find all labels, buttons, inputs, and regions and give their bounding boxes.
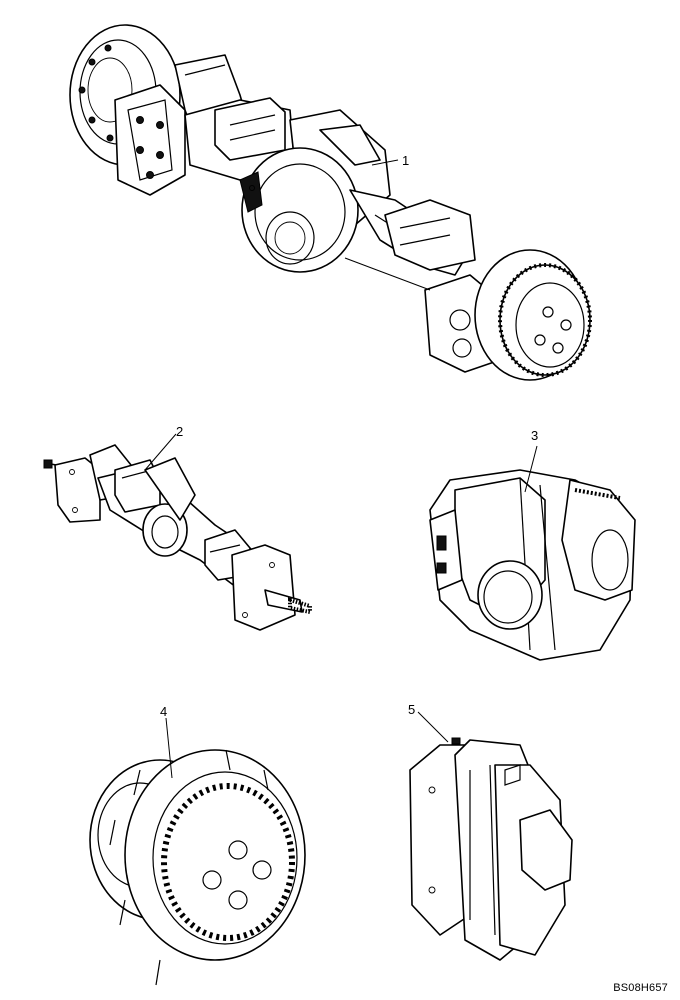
- callout-2: 2: [176, 424, 183, 439]
- callout-1-leader: [372, 160, 398, 165]
- callout-2-leader: [145, 434, 176, 470]
- hub-studs: [110, 750, 268, 985]
- axle-beam: 2: [44, 424, 310, 630]
- differential-carrier: 3: [430, 428, 635, 660]
- callout-4: 4: [160, 704, 167, 719]
- callout-3: 3: [531, 428, 538, 443]
- callout-5: 5: [408, 702, 415, 717]
- left-caliper-bolts: [137, 117, 164, 179]
- axle-assembly: 1: [70, 25, 590, 380]
- right-hub-bolts: [535, 307, 571, 353]
- callout-3-leader: [525, 446, 537, 492]
- callout-5-leader: [418, 712, 448, 742]
- hub-bolts: [203, 841, 271, 909]
- left-hub-studs: [79, 45, 113, 141]
- wheel-hub: 4: [90, 704, 305, 985]
- figure-reference: BS08H657: [613, 982, 668, 994]
- callout-4-leader: [166, 718, 172, 778]
- callout-1: 1: [402, 153, 409, 168]
- brake-caliper: 5: [408, 702, 572, 960]
